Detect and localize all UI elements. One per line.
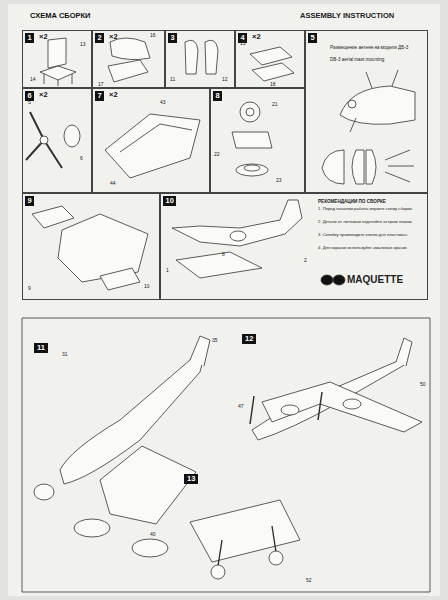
step-panel: 8 xyxy=(210,88,305,193)
callout-number: 5 xyxy=(28,100,31,106)
callout-number: 15 xyxy=(240,41,246,47)
callout-number: 13 xyxy=(80,42,86,48)
step-number: 5 xyxy=(308,33,317,43)
callout-number: 1 xyxy=(166,268,169,274)
quantity-mark: ×2 xyxy=(252,33,261,41)
step-number: 10 xyxy=(163,196,176,206)
step-number: 9 xyxy=(25,196,34,206)
step-panel: 2 ×2 xyxy=(92,30,165,88)
step-number: 3 xyxy=(168,33,177,43)
note-text: Размещение антенн на модели ДБ-3 xyxy=(330,45,426,50)
subtitle: ASSEMBLY INSTRUCTION xyxy=(300,12,394,20)
note-text: 1. Перед началом работы изучите схему сб… xyxy=(318,207,422,212)
step-badge: 12 xyxy=(242,334,256,344)
step-panel: 9 xyxy=(22,193,160,300)
step-panel: 4×2 xyxy=(235,30,305,88)
note-text: 4. Для окраски используйте эмалевые крас… xyxy=(318,246,422,251)
quantity-mark: ×2 xyxy=(109,33,118,41)
callout-number: 47 xyxy=(238,404,244,410)
quantity-mark: ×2 xyxy=(109,91,118,99)
callout-number: 23 xyxy=(276,178,282,184)
step-badge: 13 xyxy=(184,474,198,484)
callout-number: 9 xyxy=(28,286,31,292)
sheet-title: СХЕМА СБОРКИ xyxy=(30,12,91,20)
callout-number: 6 xyxy=(80,156,83,162)
brand-logo: MAQUETTE xyxy=(347,274,403,285)
callout-number: 14 xyxy=(30,77,36,83)
callout-number: 8 xyxy=(222,252,225,258)
callout-number: 17 xyxy=(98,82,104,88)
step-number: 12 xyxy=(245,335,253,343)
callout-number: 11 xyxy=(170,77,175,83)
step-number: 8 xyxy=(213,91,222,101)
callout-number: 31 xyxy=(62,352,68,358)
callout-number: 18 xyxy=(270,82,276,88)
step-badge: 11 xyxy=(34,343,48,353)
note-text: DB-3 aerial mast mounting xyxy=(330,57,426,62)
step-number: 11 xyxy=(37,344,45,352)
note-text: 2. Детали от литников отделяйте острым н… xyxy=(318,220,422,225)
step-number: 7 xyxy=(95,91,104,101)
callout-number: 40 xyxy=(150,532,156,538)
callout-number: 10 xyxy=(144,284,150,290)
callout-number: 44 xyxy=(110,181,116,187)
callout-number: 21 xyxy=(272,102,278,108)
callout-number: 2 xyxy=(304,258,307,264)
note-heading: РЕКОМЕНДАЦИИ ПО СБОРКЕ xyxy=(318,199,386,204)
callout-number: 12 xyxy=(222,77,228,83)
quantity-mark: ×2 xyxy=(39,91,48,99)
callout-number: 22 xyxy=(214,152,220,158)
callout-number: 16 xyxy=(150,33,156,39)
step-panel: 7 ×2 xyxy=(92,88,210,193)
callout-number: 43 xyxy=(160,100,166,106)
step-number: 2 xyxy=(95,33,104,43)
note-text: 3. Склейку производите клеем для пластма… xyxy=(318,233,422,238)
callout-number: 52 xyxy=(306,578,312,584)
step-panel: 6 ×2 xyxy=(22,88,92,193)
step-number: 13 xyxy=(187,475,195,483)
paper-sheet xyxy=(8,4,440,596)
callout-number: 50 xyxy=(420,382,426,388)
callout-number: 35 xyxy=(212,338,218,344)
step-panel: 5Размещение антенн на модели ДБ-3DB-3 ae… xyxy=(305,30,428,193)
quantity-mark: ×2 xyxy=(39,33,48,41)
step-number: 1 xyxy=(25,33,34,43)
